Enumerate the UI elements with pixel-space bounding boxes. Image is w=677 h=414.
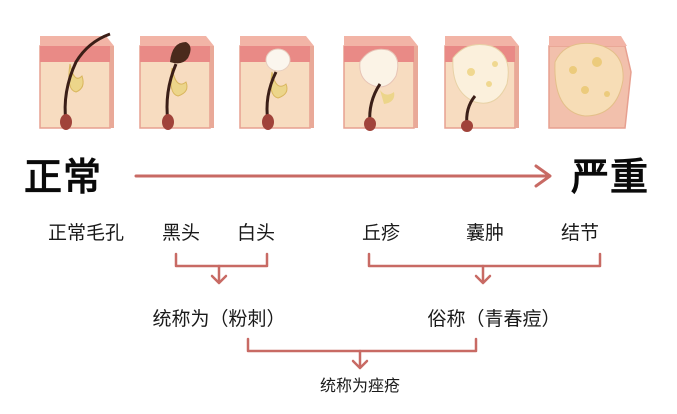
- stage-label-papule: 丘疹: [361, 222, 401, 244]
- stage-label-nodule: 结节: [560, 222, 600, 244]
- bracket-pimple: [367, 252, 602, 285]
- stage-label-cyst: 囊肿: [465, 222, 505, 244]
- severity-arrow: [134, 164, 552, 188]
- group-label-comedo: 统称为（粉刺）: [152, 308, 286, 330]
- skin-section-nodule: [548, 36, 632, 129]
- skin-section-papule: [343, 36, 418, 131]
- bracket-acne: [246, 337, 478, 370]
- final-label-acne: 统称为痤疮: [319, 376, 401, 395]
- scale-start-label: 正常: [24, 155, 103, 199]
- skin-section-cyst: [444, 36, 519, 132]
- skin-section-whitehead: [239, 36, 314, 130]
- skin-section-blackhead: [139, 36, 214, 130]
- group-label-pimple: 俗称（青春痘）: [427, 308, 561, 330]
- stage-label-normal: 正常毛孔: [47, 222, 125, 244]
- stage-label-whitehead: 白头: [236, 222, 276, 244]
- stage-label-blackhead: 黑头: [161, 222, 201, 244]
- skin-section-normal: [39, 32, 114, 130]
- bracket-comedo: [174, 252, 269, 285]
- scale-end-label: 严重: [571, 155, 650, 199]
